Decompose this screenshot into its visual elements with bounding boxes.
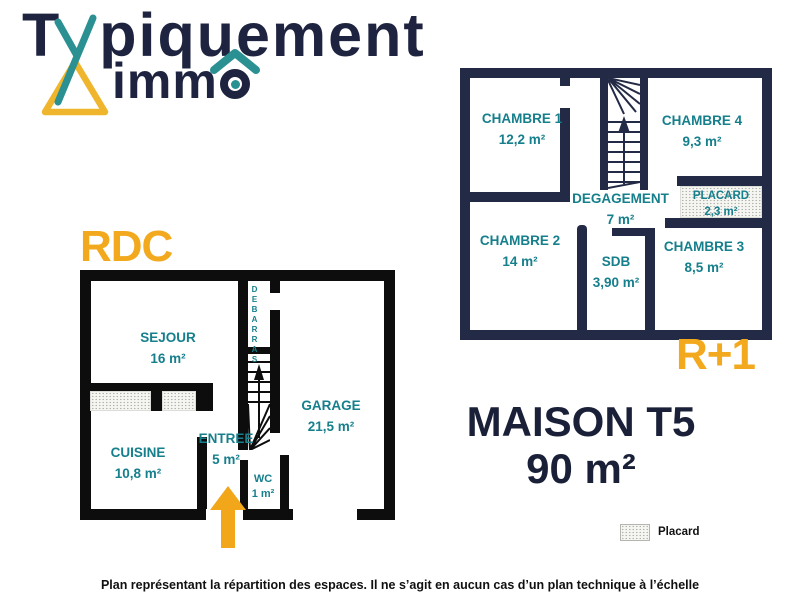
wall [460, 68, 470, 340]
room-area: 9,3 m² [682, 134, 722, 149]
room-name: CHAMBRE 4 [661, 113, 743, 128]
room-placard: PLACARD 2,3 m² [676, 188, 766, 220]
wall [280, 455, 289, 509]
house-area: 90 m² [526, 445, 636, 492]
room-chambre3: CHAMBRE 3 8,5 m² [654, 236, 754, 278]
room-area: 21,5 m² [307, 419, 355, 434]
wall [577, 225, 587, 330]
wall [80, 270, 395, 281]
r1-placard-hatch [680, 186, 762, 218]
brand-word-rest: piquement [99, 1, 426, 69]
rdc-placard-hatch-1 [90, 391, 151, 411]
wall [470, 192, 570, 202]
brand-letter-t: T [22, 1, 62, 69]
room-name: PLACARD [692, 190, 750, 202]
room-area: 14 m² [502, 254, 538, 269]
wall [560, 108, 570, 194]
room-area: 16 m² [150, 351, 186, 366]
rdc-placard-hatch-2 [162, 391, 196, 411]
room-sdb: SDB 3,90 m² [577, 251, 655, 293]
room-chambre2: CHAMBRE 2 14 m² [470, 230, 570, 272]
house-type: MAISON T5 [466, 398, 696, 445]
stairs-r1 [608, 78, 640, 189]
brand-word-imm: imm [112, 53, 218, 109]
wall [357, 509, 395, 520]
wall [80, 383, 213, 391]
entrance-arrow-icon [210, 486, 246, 548]
wall [762, 68, 772, 340]
room-name: GARAGE [301, 398, 361, 413]
house-o-icon [210, 49, 260, 99]
wall [665, 218, 762, 228]
room-area: 2,3 m² [704, 206, 738, 218]
letter-o-ring [220, 69, 250, 99]
wall [197, 437, 207, 509]
wall [460, 68, 772, 78]
room-sejour: SEJOUR 16 m² [118, 327, 218, 369]
room-area: 12,2 m² [498, 132, 546, 147]
legend-placard-label: Placard [658, 526, 700, 538]
room-name: CUISINE [110, 445, 166, 460]
room-name: SEJOUR [140, 330, 196, 345]
room-chambre1: CHAMBRE 1 12,2 m² [472, 108, 572, 150]
stairs-rdc [248, 361, 270, 450]
wall [151, 383, 162, 411]
room-name: DEGAGEMENT [572, 191, 669, 206]
room-chambre4: CHAMBRE 4 9,3 m² [652, 110, 752, 152]
room-debarras: DEBARRAS [250, 285, 259, 365]
room-name: CHAMBRE 3 [663, 239, 745, 254]
wall [612, 228, 645, 236]
legend-placard-swatch [620, 524, 650, 541]
brand-wordmark-line2: imm [112, 49, 260, 110]
wall [196, 383, 213, 411]
disclaimer-text: Plan représentant la répartition des esp… [100, 578, 700, 592]
teal-dot [230, 79, 240, 89]
room-degagement: DEGAGEMENT 7 m² [568, 188, 673, 230]
wall [677, 176, 762, 186]
wall [600, 78, 608, 190]
room-area: 1 m² [251, 488, 275, 500]
room-area: 5 m² [212, 452, 240, 467]
floor-label-r1: R+1 [676, 330, 756, 379]
room-name: SDB [601, 254, 631, 269]
room-area: 10,8 m² [114, 466, 162, 481]
house-title: MAISON T5 90 m² [436, 398, 726, 492]
room-name: WC [253, 473, 273, 485]
wall [248, 347, 280, 354]
room-name: ENTREE [198, 431, 254, 446]
room-entree: ENTREE 5 m² [186, 428, 266, 470]
room-wc: WC 1 m² [240, 472, 286, 502]
wall [243, 509, 293, 520]
wall [270, 281, 280, 293]
stairs-up-arrow-icon [618, 116, 630, 133]
room-area: 3,90 m² [592, 275, 640, 290]
stairs-up-arrow-icon [254, 364, 264, 380]
roof-icon [210, 49, 260, 74]
wall [560, 78, 570, 86]
room-cuisine: CUISINE 10,8 m² [88, 442, 188, 484]
wall [460, 330, 772, 340]
wall [240, 460, 248, 509]
wall [640, 78, 648, 190]
floor-label-rdc: RDC [80, 222, 173, 271]
stylized-letter-y-and-triangle-icon [41, 14, 109, 116]
room-name: CHAMBRE 1 [481, 111, 563, 126]
wall [645, 228, 655, 330]
wall [270, 310, 280, 433]
wall [80, 509, 206, 520]
room-area: 7 m² [606, 212, 635, 227]
wall [80, 270, 91, 520]
room-name: CHAMBRE 2 [479, 233, 561, 248]
wall [238, 281, 248, 450]
room-garage: GARAGE 21,5 m² [281, 395, 381, 437]
room-area: 8,5 m² [684, 260, 724, 275]
wall [384, 270, 395, 520]
